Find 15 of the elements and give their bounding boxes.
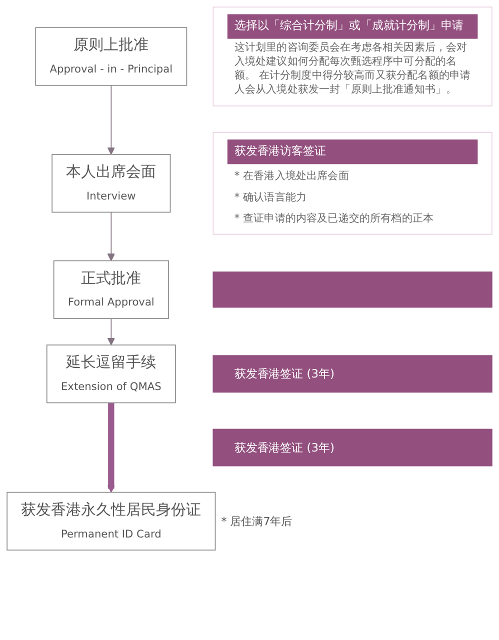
node-box: 选择以「综合计分制」或「成就计分制」申请 这计划里的咨询委员会在考虑各相关因素后，会对入境处建议如何分配每次甄选程序中可分配的名额。 在计分制度中得分较高而又获分配名额的申请人会从入境处获发一封「原则上批准通知书」。 <box>212 6 492 106</box>
node-bar <box>212 272 492 308</box>
node-box: 获发香港签证 (3年) <box>212 428 492 466</box>
node-box: 延长逗留手续 Extension of QMAS <box>46 344 176 404</box>
arrow <box>107 212 116 262</box>
node-box: 获发香港签证 (3年) <box>212 355 492 393</box>
arrow <box>107 402 116 493</box>
arrow <box>107 318 116 346</box>
node-box: 获发香港访客签证 * 在香港入境处出席会面 * 确认语言能力 * 查证申请的内容及已递交的所有档的正本 <box>212 132 492 235</box>
side-note: * 居住满7年后 <box>221 514 292 529</box>
node-box: 本人出席会面 Interview <box>52 154 171 213</box>
node-box: 获发香港永久性居民身份证 Permanent ID Card <box>6 492 216 551</box>
node-box: 正式批准 Formal Approval <box>53 260 169 319</box>
node-box: 原则上批准 Approval - in - Principal <box>35 27 188 86</box>
arrow <box>107 84 116 155</box>
